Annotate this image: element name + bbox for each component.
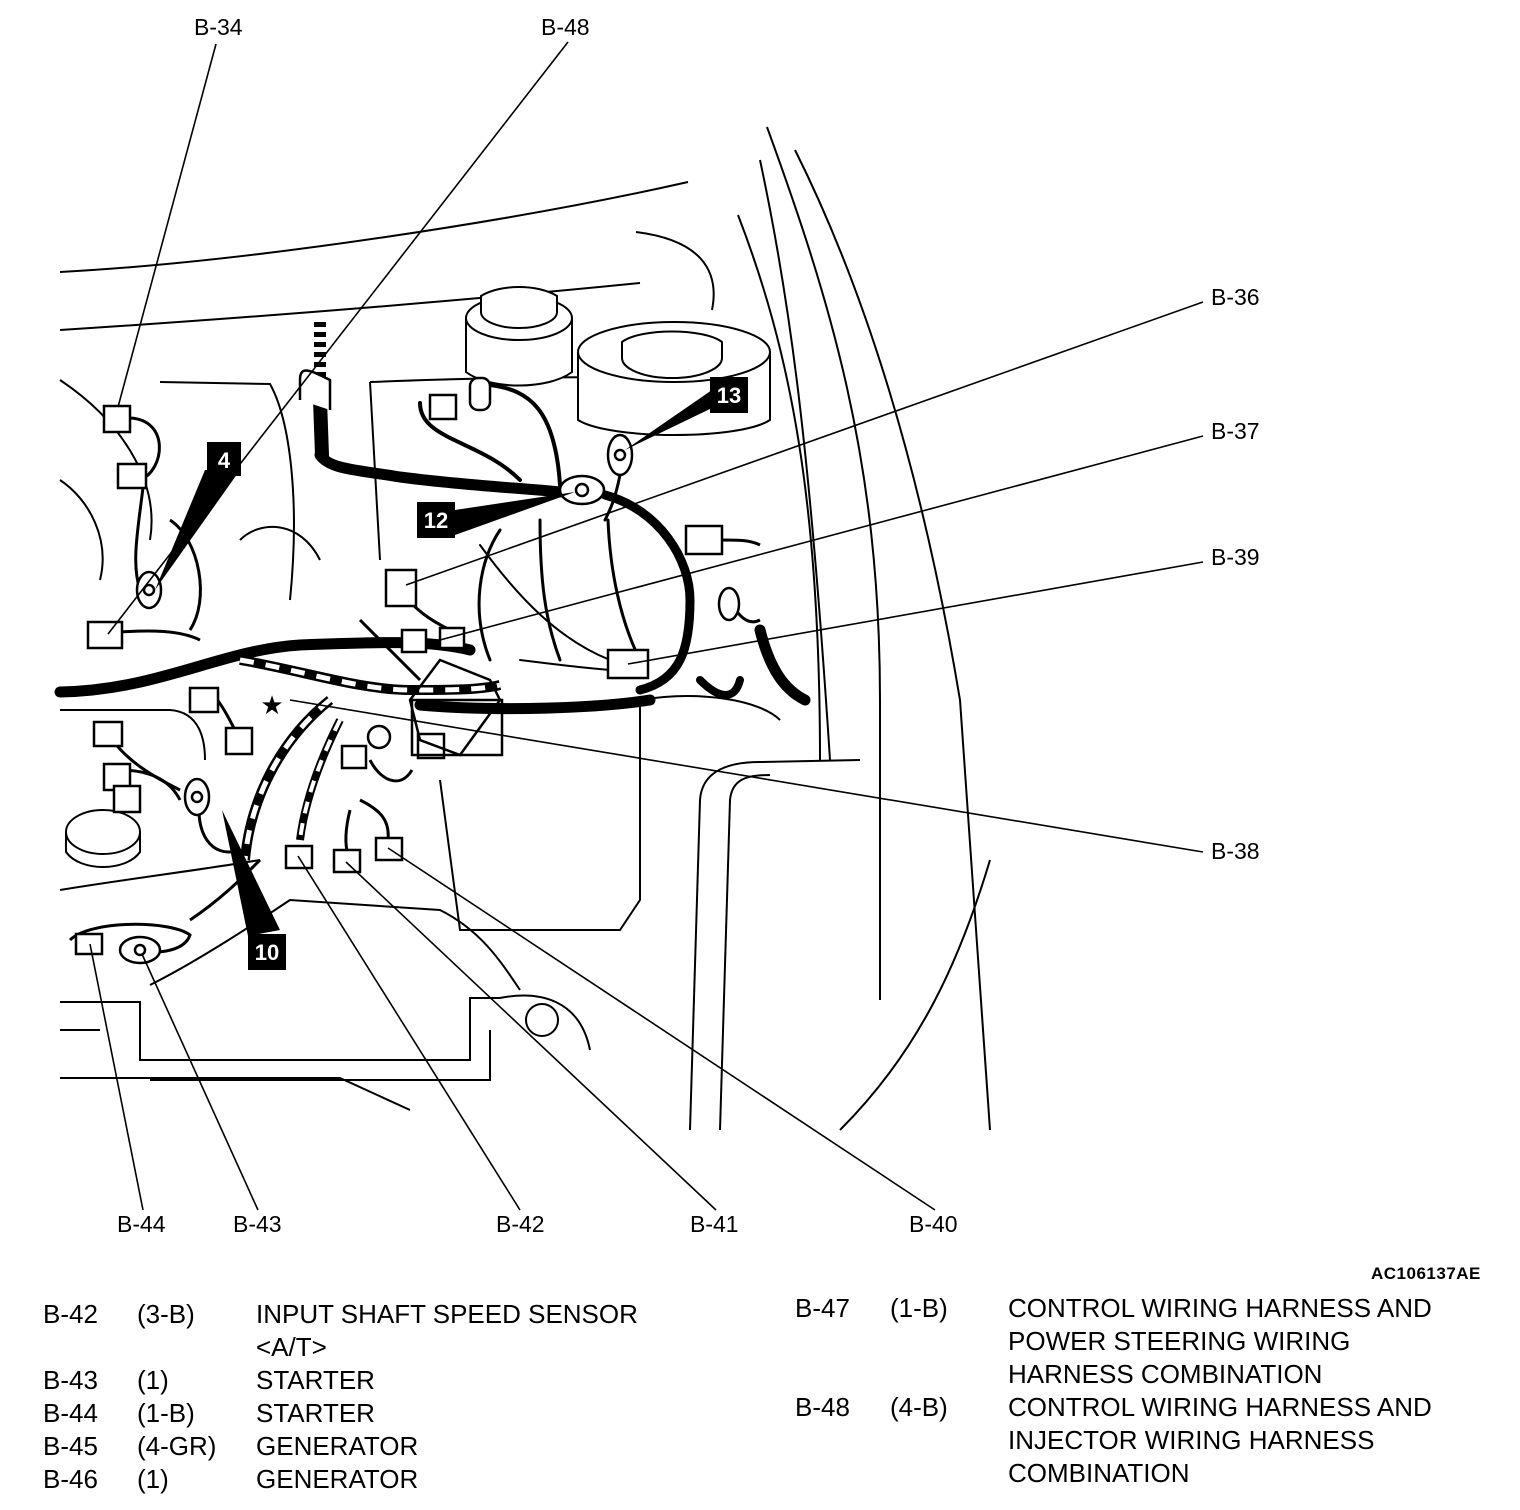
connector-description: CONTROL WIRING HARNESS AND [1008, 1392, 1432, 1422]
star-marker: ★ [260, 690, 283, 720]
connector-description: INPUT SHAFT SPEED SENSOR [256, 1299, 638, 1329]
connector-description-line2: INJECTOR WIRING HARNESS [1008, 1425, 1375, 1455]
legend-row: B-48 (4-B) CONTROL WIRING HARNESS AND [795, 1391, 1495, 1424]
reservoir-left [465, 286, 573, 387]
legend-row: B-43 (1) STARTER [43, 1364, 743, 1397]
connector-description-line3: COMBINATION [1008, 1458, 1190, 1488]
connector-pins: (1) [137, 1464, 169, 1494]
legend-row: B-42 (3-B) INPUT SHAFT SPEED SENSOR [43, 1298, 743, 1331]
connector-shapes [74, 369, 724, 956]
legend-row-continuation: HARNESS COMBINATION [795, 1358, 1495, 1391]
marker-12-label: 12 [424, 508, 448, 533]
marker-10-box [248, 934, 286, 970]
reference-code: AC106137AE [1371, 1264, 1481, 1283]
connector-code: B-47 [795, 1293, 850, 1323]
legend-row: B-45 (4-GR) GENERATOR [43, 1430, 743, 1463]
legend-right: B-47 (1-B) CONTROL WIRING HARNESS AND PO… [795, 1292, 1495, 1490]
marker-wedges [155, 390, 712, 936]
connector-pins: (1) [137, 1365, 169, 1395]
connector-pins: (4-GR) [137, 1431, 217, 1461]
body-outlines [59, 126, 991, 1131]
reservoir-right [577, 321, 771, 436]
callout-b42: B-42 [496, 1211, 545, 1237]
legend-row-continuation: COMBINATION [795, 1457, 1495, 1490]
marker-13-label: 13 [717, 383, 741, 408]
marker-10-label: 10 [255, 940, 279, 965]
callout-b41: B-41 [690, 1211, 739, 1237]
connector-pins: (1-B) [890, 1293, 948, 1323]
legend-row: B-44 (1-B) STARTER [43, 1397, 743, 1430]
legend-row: B-46 (1) GENERATOR [43, 1463, 743, 1496]
legend-row-continuation: <A/T> [43, 1331, 743, 1364]
callout-b48: B-48 [541, 14, 590, 40]
callout-b36: B-36 [1211, 284, 1260, 310]
connector-description-line2: POWER STEERING WIRING [1008, 1326, 1351, 1356]
connector-pins: (3-B) [137, 1299, 195, 1329]
marker-4-box [207, 442, 241, 476]
callout-b38: B-38 [1211, 838, 1260, 864]
legend-row-continuation: POWER STEERING WIRING [795, 1325, 1495, 1358]
callout-b44: B-44 [117, 1211, 166, 1237]
connector-code: B-46 [43, 1464, 98, 1494]
callout-b40: B-40 [909, 1211, 958, 1237]
connector-description: GENERATOR [256, 1464, 419, 1494]
connector-description: STARTER [256, 1398, 375, 1428]
engine-compartment-wiring-diagram: 4 10 12 13 ★ [54, 41, 1204, 1211]
connector-description-line3: HARNESS COMBINATION [1008, 1359, 1323, 1389]
connector-code: B-48 [795, 1392, 850, 1422]
ring-terminals [118, 433, 741, 965]
connector-description: STARTER [256, 1365, 375, 1395]
connector-pins: (1-B) [137, 1398, 195, 1428]
callout-b34: B-34 [194, 14, 243, 40]
marker-4-label: 4 [218, 448, 231, 473]
marker-12-box [417, 502, 455, 538]
connector-code: B-42 [43, 1299, 98, 1329]
connector-code: B-44 [43, 1398, 98, 1428]
thin-wires [68, 416, 761, 954]
connector-pins: (4-B) [890, 1392, 948, 1422]
connector-description: GENERATOR [256, 1431, 419, 1461]
callout-leader-lines [89, 41, 1204, 1211]
callout-b37: B-37 [1211, 418, 1260, 444]
callout-b43: B-43 [233, 1211, 282, 1237]
connector-code: B-43 [43, 1365, 98, 1395]
numbered-markers: 4 10 12 13 [207, 377, 748, 970]
marker-13-box [710, 377, 748, 413]
callout-b39: B-39 [1211, 544, 1260, 570]
legend-left: B-42 (3-B) INPUT SHAFT SPEED SENSOR <A/T… [43, 1298, 743, 1496]
reservoir-lower-left [65, 809, 141, 868]
connector-description-line2: <A/T> [256, 1332, 327, 1362]
connector-code: B-45 [43, 1431, 98, 1461]
legend-row: B-47 (1-B) CONTROL WIRING HARNESS AND [795, 1292, 1495, 1325]
connector-description: CONTROL WIRING HARNESS AND [1008, 1293, 1432, 1323]
legend-row-continuation: INJECTOR WIRING HARNESS [795, 1424, 1495, 1457]
